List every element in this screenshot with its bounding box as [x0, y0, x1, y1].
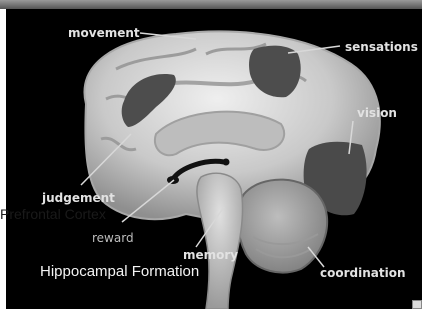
bottom-margin [0, 309, 422, 322]
overlay-label-hippocampal-formation: Hippocampal Formation [40, 264, 199, 279]
label-movement: movement [68, 27, 140, 39]
label-reward: reward [92, 232, 134, 244]
label-sensations: sensations [345, 41, 418, 53]
overlay-label-prefrontal-cortex: Prefrontal Cortex [0, 207, 106, 221]
brain-stem [197, 173, 243, 309]
label-vision: vision [357, 107, 397, 119]
cerebellum [237, 180, 327, 273]
top-bar [0, 0, 422, 9]
corner-icon [412, 300, 422, 309]
label-memory: memory [183, 249, 238, 261]
label-judgement: judgement [42, 192, 115, 204]
label-coordination: coordination [320, 267, 406, 279]
